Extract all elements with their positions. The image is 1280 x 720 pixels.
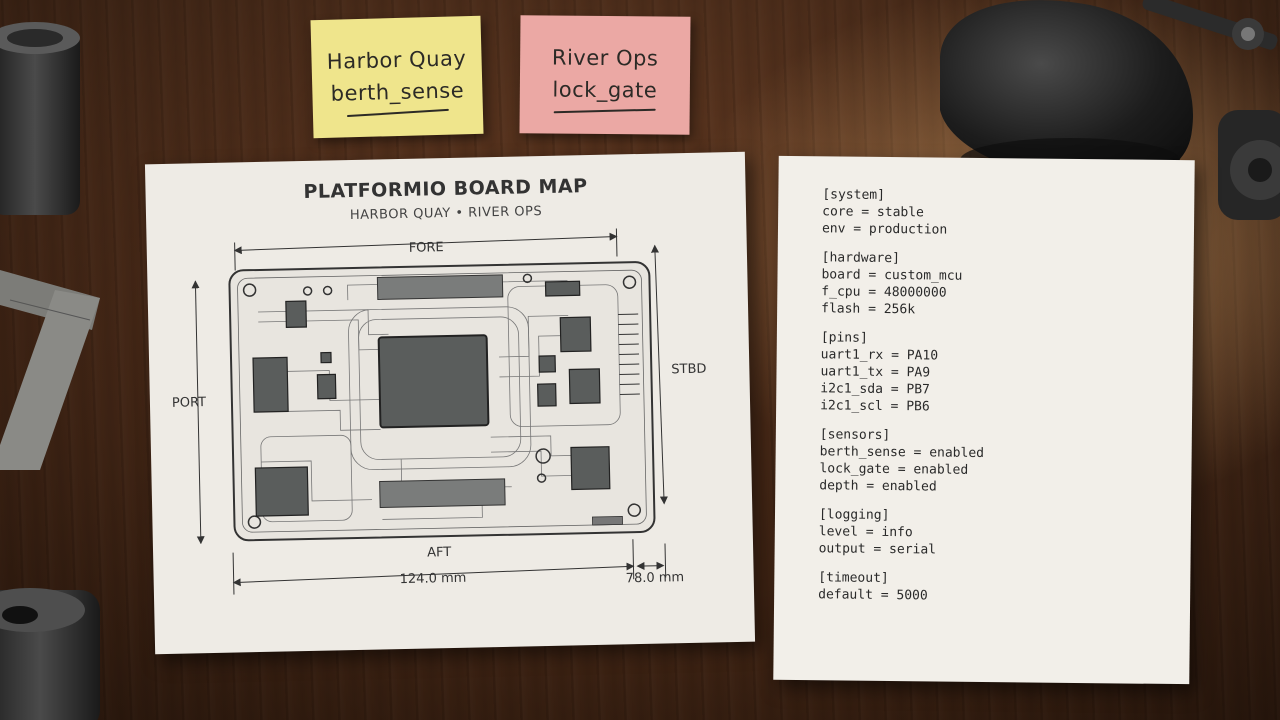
config-line: output = serial	[818, 541, 937, 558]
sticky-note-line1: River Ops	[551, 45, 659, 71]
chip-bottom-right	[570, 446, 611, 491]
board-map-sheet: FORE PORT STBD AFT 124.0 mm 78.0 mm	[144, 151, 756, 655]
config-line: flash = 256k	[821, 301, 916, 318]
config-line: depth = enabled	[819, 478, 937, 495]
pcb-board	[228, 261, 656, 542]
label-stbd: STBD	[671, 362, 706, 378]
config-line: f_cpu = 48000000	[821, 284, 947, 301]
sticky-note-river-ops: River Ops lock_gate	[519, 15, 691, 135]
pcb-drawing: FORE PORT STBD AFT 124.0 mm 78.0 mm	[172, 228, 707, 595]
config-line: i2c1_sda = PB7	[820, 381, 930, 398]
label-fore: FORE	[409, 240, 444, 256]
chip-right-2	[568, 368, 601, 405]
chip-top-right	[544, 280, 581, 297]
config-section-header: [timeout]	[818, 570, 889, 587]
sticky-note-line1: Harbor Quay	[326, 46, 467, 74]
config-line: board = custom_mcu	[821, 267, 963, 284]
config-section-header: [hardware]	[821, 250, 901, 267]
config-line: i2c1_scl = PB6	[820, 398, 930, 415]
label-width-dim: 124.0 mm	[400, 571, 467, 587]
sticky-note-underline	[553, 108, 656, 114]
config-line: berth_sense = enabled	[819, 444, 985, 462]
config-line: lock_gate = enabled	[819, 461, 969, 478]
chip-top-left	[285, 300, 307, 329]
sticky-note-harbor-quay: Harbor Quay berth_sense	[310, 15, 484, 139]
config-line: core = stable	[822, 204, 924, 221]
config-line: uart1_tx = PA9	[820, 364, 931, 381]
chip-left	[252, 356, 289, 413]
label-depth-dim: 78.0 mm	[626, 570, 685, 586]
chip-small-2	[537, 383, 557, 407]
metal-jar	[0, 22, 80, 215]
config-section: [timeout]default = 5000	[818, 569, 983, 605]
label-aft: AFT	[427, 545, 451, 561]
header-connector-top	[376, 274, 504, 300]
metal-weight	[0, 588, 100, 720]
chip-right-1	[559, 316, 592, 353]
sticky-note-line2: lock_gate	[552, 77, 658, 103]
metal-ruler	[0, 270, 100, 470]
desk-props-left	[0, 22, 100, 720]
config-line: env = production	[821, 221, 948, 238]
config-section-header: [sensors]	[819, 427, 891, 444]
chip-small-3	[316, 373, 337, 400]
chip-small-4	[320, 351, 332, 364]
chip-bottom-left	[254, 466, 309, 517]
mcu-chip	[377, 334, 490, 429]
sticky-note-line2: berth_sense	[330, 78, 465, 106]
sticky-note-underline	[346, 108, 449, 118]
chip-small-1	[538, 355, 556, 373]
header-connector-bottom	[379, 478, 506, 508]
config-line: level = info	[818, 524, 913, 541]
config-section-header: [logging]	[818, 507, 890, 524]
config-section-header: [pins]	[820, 330, 868, 346]
config-line: default = 5000	[818, 587, 928, 604]
config-line: uart1_rx = PA10	[820, 347, 939, 364]
label-port: PORT	[172, 395, 206, 411]
dimension-lines	[191, 228, 668, 595]
config-section-header: [system]	[822, 187, 886, 203]
